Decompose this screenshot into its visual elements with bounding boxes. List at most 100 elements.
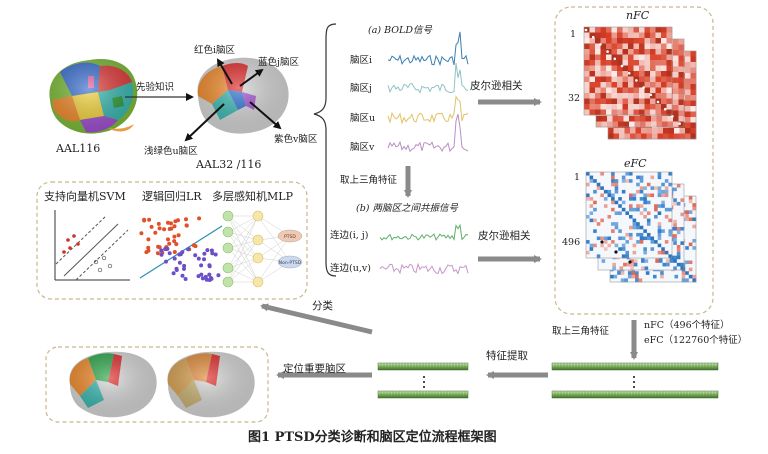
lr-point-b bbox=[183, 277, 188, 281]
lr-point-a bbox=[162, 227, 167, 232]
svm-point-a bbox=[66, 238, 70, 242]
nfc-index-end: 32 bbox=[568, 93, 581, 104]
signal-trace-1 bbox=[387, 62, 469, 94]
lr-label: 逻辑回归LR bbox=[142, 190, 202, 203]
lr-point-b bbox=[180, 273, 185, 278]
mlp-label: 多层感知机MLP bbox=[212, 190, 293, 203]
ellipsis-dot bbox=[423, 376, 425, 378]
efc-title: eFC bbox=[624, 157, 647, 170]
lr-point-a bbox=[176, 233, 181, 238]
lr-point-b bbox=[174, 266, 179, 271]
signal-trace-2 bbox=[387, 95, 469, 125]
efc-heatmap bbox=[585, 171, 697, 283]
lr-point-a bbox=[144, 250, 149, 255]
signal-traces bbox=[379, 31, 469, 275]
ellipsis-dot bbox=[633, 376, 635, 378]
efc-matrix-layer-0 bbox=[585, 171, 673, 259]
mlp-input-node bbox=[222, 262, 234, 274]
lr-point-a bbox=[166, 237, 170, 242]
lr-point-a bbox=[167, 227, 172, 231]
nfc-diag-dot bbox=[627, 71, 631, 75]
nfc-diag-dot bbox=[678, 122, 681, 125]
lr-point-a bbox=[193, 244, 198, 249]
lr-point-b bbox=[203, 274, 208, 279]
efc-index-end: 496 bbox=[562, 237, 581, 248]
mlp-input-node bbox=[222, 226, 234, 238]
svm-point-a bbox=[68, 246, 72, 250]
mlp-hidden-node bbox=[252, 252, 264, 264]
lr-point-b bbox=[202, 257, 206, 262]
ellipsis-dot bbox=[633, 386, 635, 388]
lr-point-b bbox=[178, 252, 183, 257]
lr-point-a bbox=[172, 234, 177, 239]
nfc-diag-dot bbox=[606, 50, 609, 53]
lr-point-b bbox=[193, 253, 198, 258]
lr-point-b bbox=[209, 276, 214, 281]
upper-tri-label: 取上三角特征 bbox=[340, 175, 398, 186]
lr-point-a bbox=[157, 226, 162, 231]
lr-point-a bbox=[139, 231, 144, 236]
lr-point-a bbox=[184, 223, 189, 228]
lr-point-b bbox=[164, 259, 168, 264]
mlp-output-label: PTSD bbox=[284, 234, 296, 240]
lr-point-a bbox=[184, 217, 188, 222]
mlp-hidden-node bbox=[252, 234, 264, 246]
lr-diagram bbox=[139, 216, 223, 282]
lr-point-a bbox=[172, 239, 177, 244]
mlp-input-node bbox=[222, 210, 234, 222]
nfc-diag-dot bbox=[656, 100, 660, 104]
mlp-hidden-node bbox=[252, 276, 264, 288]
classification-label: 分类 bbox=[312, 300, 333, 312]
efc-feature-count: eFC（122760个特征） bbox=[644, 335, 748, 346]
ellipsis-dot bbox=[423, 381, 425, 383]
lr-point-b bbox=[199, 272, 204, 277]
mlp-hidden-node bbox=[252, 210, 264, 222]
svm-point-a bbox=[72, 234, 76, 238]
coamp-title: (b) 两脑区之间共振信号 bbox=[356, 203, 459, 214]
svm-point-a bbox=[62, 250, 66, 254]
brain-aal32 bbox=[197, 57, 289, 134]
aal32-label: AAL32 /116 bbox=[196, 158, 262, 171]
lr-point-b bbox=[207, 272, 212, 277]
lr-point-b bbox=[202, 251, 207, 256]
pearson-label-2: 皮尔逊相关 bbox=[478, 230, 531, 242]
lr-point-b bbox=[207, 263, 212, 268]
nfc-diag-dot bbox=[635, 79, 638, 82]
lr-point-a bbox=[166, 220, 170, 225]
lr-point-b bbox=[182, 263, 187, 268]
brain-result-right bbox=[167, 351, 255, 418]
purple-region-label: 紫色v脑区 bbox=[274, 134, 318, 145]
svm-point-b bbox=[93, 259, 99, 265]
lr-point-b bbox=[159, 252, 164, 257]
feature-bar-right-top bbox=[551, 362, 719, 371]
lr-point-a bbox=[146, 245, 151, 250]
green-region-label: 浅绿色u脑区 bbox=[144, 146, 198, 157]
nfc-feature-count: nFC（496个特征） bbox=[644, 320, 730, 331]
mlp-output-label: Non-PTSD bbox=[279, 260, 302, 266]
arrow-to-blue-region bbox=[239, 68, 264, 87]
lr-point-b bbox=[199, 263, 204, 268]
lr-point-b bbox=[196, 256, 201, 261]
nfc-diag-dot bbox=[613, 57, 617, 61]
mlp-output-node bbox=[277, 255, 303, 269]
efc-dot bbox=[628, 260, 632, 264]
pearson-label-1: 皮尔逊相关 bbox=[470, 80, 523, 92]
arrow-to-green-region bbox=[184, 103, 225, 142]
fc-matrix-panel bbox=[554, 6, 714, 315]
mlp-input-node bbox=[222, 276, 234, 288]
nfc-diag-dot bbox=[663, 107, 667, 111]
lr-point-a bbox=[172, 224, 177, 229]
lr-point-b bbox=[186, 247, 191, 252]
efc-dot bbox=[614, 250, 618, 254]
edge-trace-ij bbox=[379, 223, 469, 241]
lr-point-b bbox=[163, 247, 168, 251]
mlp-diagram: PTSD Non-PTSD bbox=[222, 210, 303, 288]
brain-aal116 bbox=[49, 59, 138, 134]
efc-index-start: 1 bbox=[574, 172, 581, 183]
lr-point-a bbox=[197, 216, 202, 221]
efc-dot bbox=[600, 240, 604, 244]
curly-brace bbox=[313, 23, 337, 277]
lr-point-b bbox=[210, 251, 215, 256]
lr-point-a bbox=[155, 251, 160, 256]
